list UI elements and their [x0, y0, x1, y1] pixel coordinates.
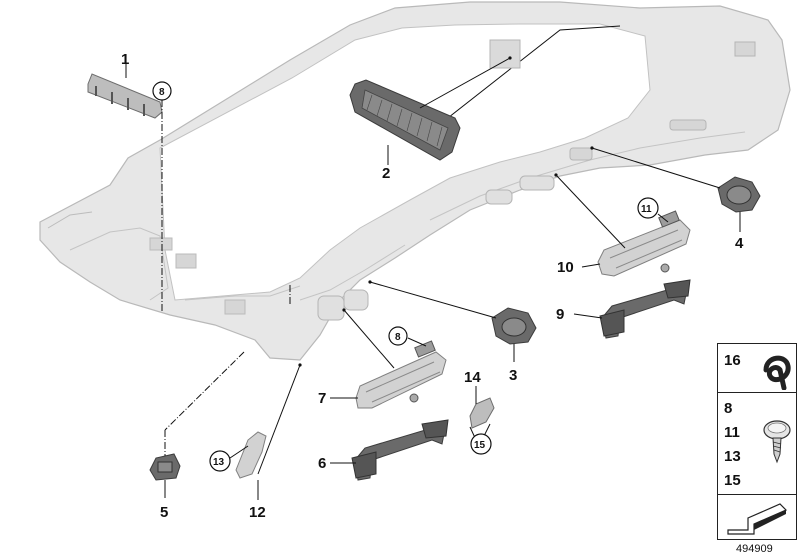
callout-14: 14 [464, 369, 481, 386]
callout-1: 1 [121, 51, 129, 68]
headliner-shell [39, 1, 791, 361]
part-6-grab-handle [351, 419, 449, 481]
part-2-grille-cover [349, 79, 461, 161]
repair-kit-arrow-icon [727, 503, 788, 535]
legend-num-11: 11 [724, 424, 740, 441]
sealing-tape-roll-icon [763, 355, 791, 390]
callout-3: 3 [509, 367, 517, 384]
callout-4: 4 [735, 235, 744, 252]
callout-13-circle: 13 [209, 450, 231, 472]
part-14-clip [469, 397, 495, 429]
svg-text:11: 11 [641, 204, 652, 215]
callout-11-circle: 11 [637, 197, 659, 219]
part-1-bracket [87, 73, 163, 119]
callout-6: 6 [318, 455, 326, 472]
legend-box: 16 8 11 13 15 [717, 343, 797, 540]
part-3-speaker-cover [491, 307, 537, 345]
dashed-center-lines [161, 100, 291, 456]
pan-head-screw-icon [763, 420, 791, 464]
legend-num-15: 15 [724, 472, 741, 489]
part-10-bracket [597, 210, 691, 277]
svg-text:13: 13 [213, 457, 225, 468]
part-5-clip [149, 453, 181, 481]
callout-8-circle-top: 8 [152, 81, 172, 101]
part-7-bracket [355, 340, 447, 409]
svg-text:8: 8 [395, 332, 401, 343]
diagram-id: 494909 [736, 543, 773, 555]
svg-text:15: 15 [474, 440, 486, 451]
legend-num-8: 8 [724, 400, 733, 417]
part-4-speaker-cover [717, 176, 761, 213]
callout-2: 2 [382, 165, 390, 182]
callout-15-circle: 15 [470, 433, 492, 455]
legend-num-13: 13 [724, 448, 741, 465]
part-9-grab-handle [599, 279, 691, 339]
callout-12: 12 [249, 504, 266, 521]
callout-7: 7 [318, 390, 326, 407]
callout-8-circle-mid: 8 [388, 326, 408, 346]
callout-9: 9 [556, 306, 564, 323]
legend-num-16: 16 [724, 352, 741, 369]
callout-5: 5 [160, 504, 168, 521]
part-12-cover-strip [235, 431, 267, 479]
callout-10: 10 [557, 259, 574, 276]
svg-text:8: 8 [159, 87, 165, 98]
leader-lines [125, 56, 741, 500]
